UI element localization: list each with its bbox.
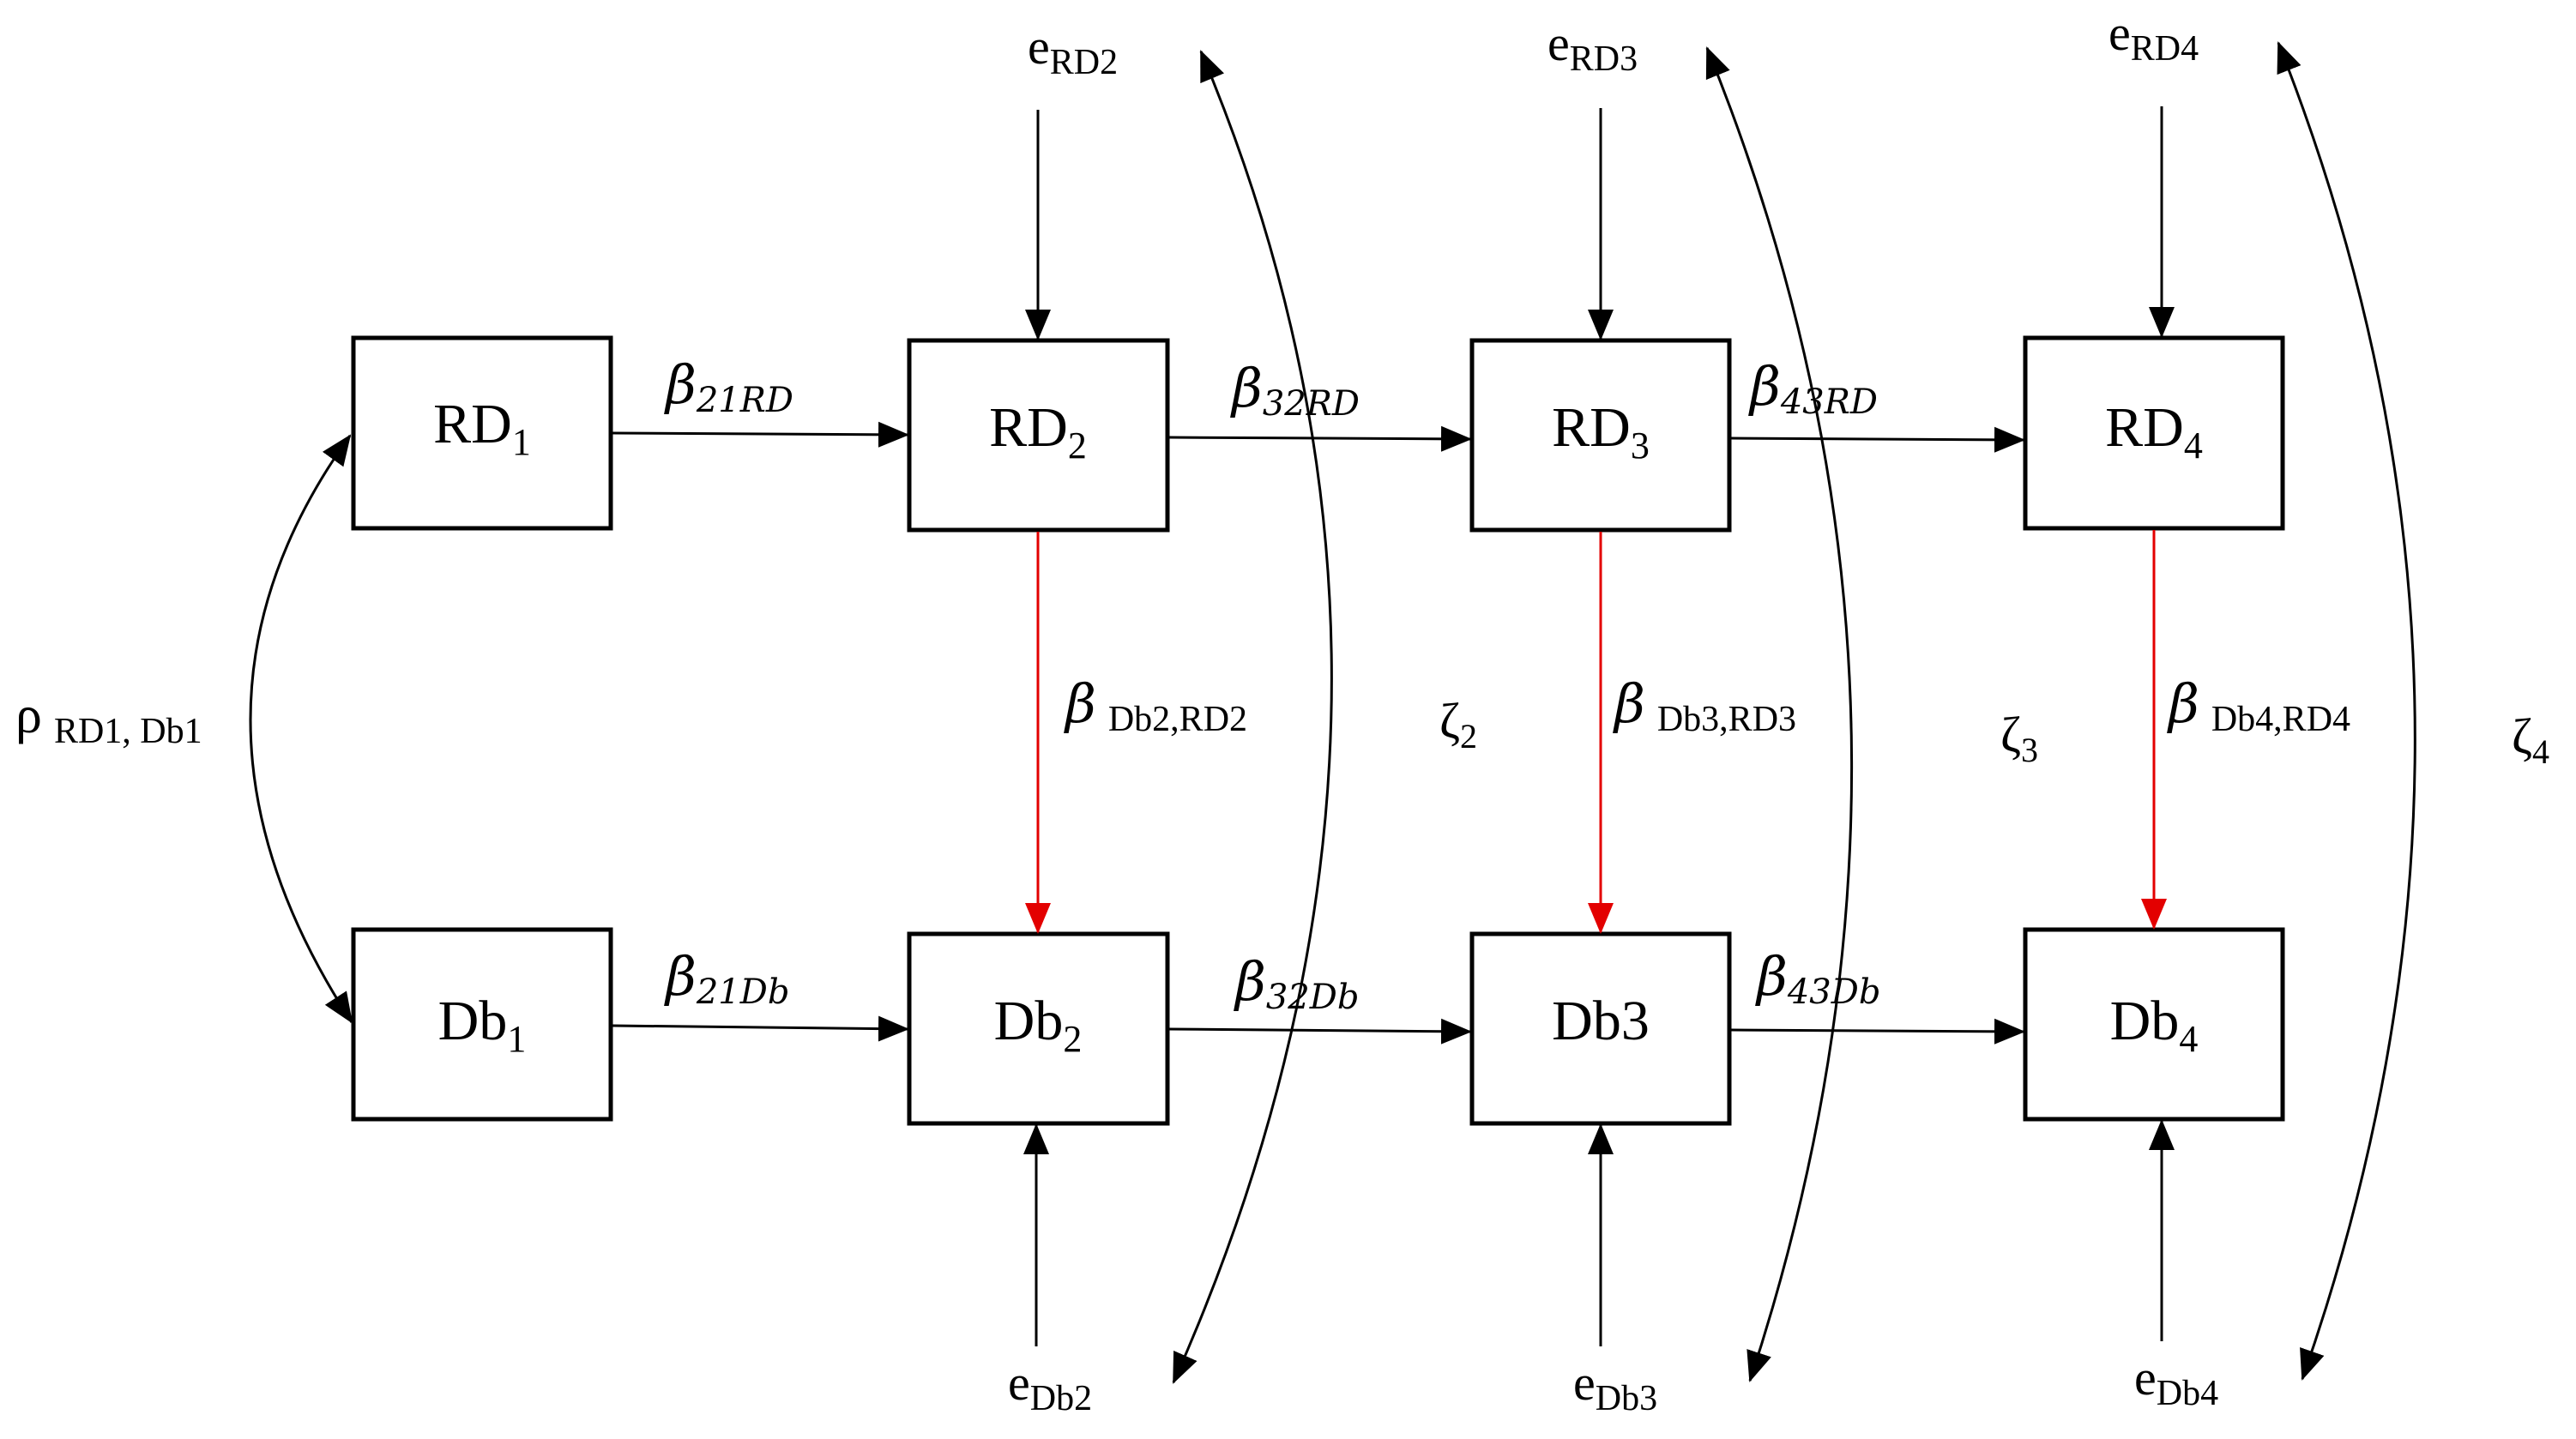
arrow-rd2-rd3 <box>1168 425 1472 452</box>
path-label-b43rd: β43RD <box>1748 355 1878 422</box>
error-label-rd2: eRD2 <box>1028 19 1118 82</box>
covariance-rd1-db1 <box>249 434 353 1024</box>
error-label-db4: eDb4 <box>2134 1350 2218 1413</box>
node-box-db2 <box>907 931 1170 1126</box>
node-box-db4 <box>2023 927 2285 1122</box>
arrow-rd3-rd4 <box>1730 426 2025 453</box>
node-box-rd2 <box>907 338 1170 533</box>
arrow-rd1-rd2 <box>612 421 909 448</box>
node-box-rd3 <box>1469 338 1732 533</box>
node-label-rd1: RD1 <box>433 393 531 463</box>
arrow-db3-db4 <box>1730 1018 2025 1045</box>
covariance-e-rd2-e-db2 <box>1172 50 1333 1384</box>
arrow-db1-db2 <box>612 1015 909 1042</box>
zeta-label-4: ζ4 <box>2512 708 2549 771</box>
node-label-db3: Db3 <box>1552 990 1650 1052</box>
path-label-b43db: β43Db <box>1755 945 1880 1012</box>
path-label-b21db: β21Db <box>664 945 789 1012</box>
node-box-db1 <box>351 927 613 1122</box>
node-label-db4: Db4 <box>2110 990 2199 1060</box>
path-label-b32db: β32Db <box>1234 950 1359 1017</box>
zeta-label-2: ζ2 <box>1439 693 1477 756</box>
node-label-rd4: RD4 <box>2105 396 2203 467</box>
error-label-rd3: eRD3 <box>1547 15 1638 79</box>
covariance-e-rd3-e-db3 <box>1705 46 1854 1382</box>
path-label-b21rd: β21RD <box>664 353 793 420</box>
path-label-b32rd: β32RD <box>1230 357 1360 424</box>
node-box-rd1 <box>351 335 613 531</box>
error-label-rd4: eRD4 <box>2108 5 2199 69</box>
arrow-db2-db3 <box>1168 1018 1472 1045</box>
node-label-rd3: RD3 <box>1552 396 1650 467</box>
node-label-rd2: RD2 <box>989 396 1087 467</box>
node-label-db2: Db2 <box>994 990 1083 1060</box>
covariance-e-rd4-e-db4 <box>2277 41 2416 1381</box>
zeta-label-3: ζ3 <box>2000 707 2038 769</box>
error-label-db3: eDb3 <box>1573 1355 1657 1418</box>
node-label-db1: Db1 <box>438 990 527 1060</box>
error-label-db2: eDb2 <box>1008 1355 1092 1418</box>
